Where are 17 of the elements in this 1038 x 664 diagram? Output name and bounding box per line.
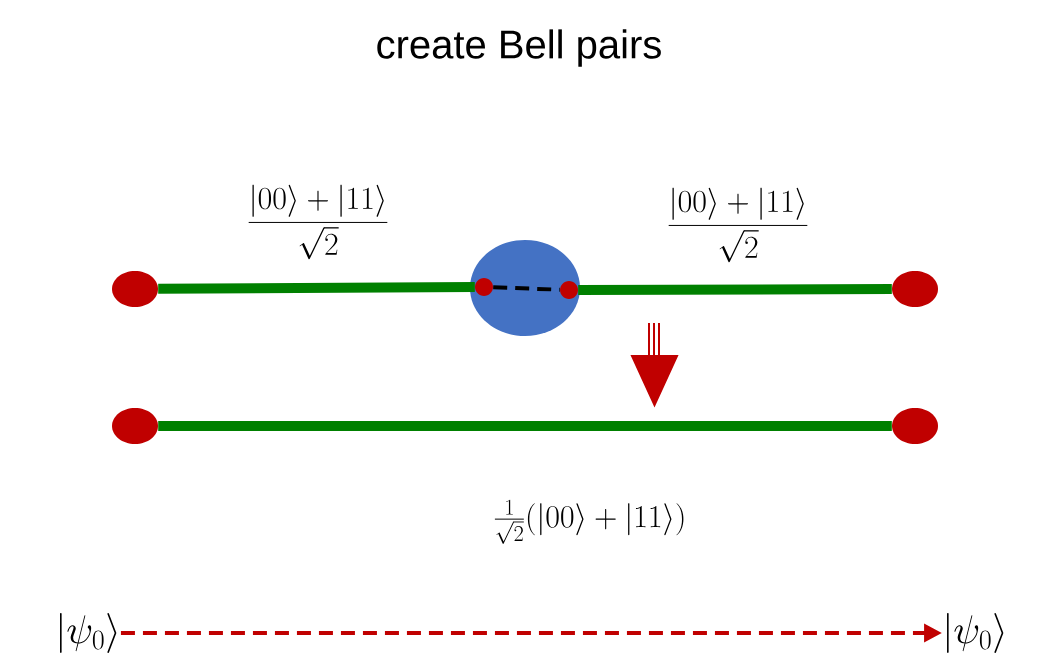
connector-line — [158, 282, 475, 294]
endpoint-dot — [892, 408, 938, 444]
dashed-line — [493, 285, 560, 292]
state-label: $|\psi_0\rangle$ — [947, 613, 1004, 653]
title: create Bell pairs — [377, 29, 661, 67]
connector-line — [158, 421, 892, 431]
state-label: $|\psi_0\rangle$ — [60, 613, 117, 653]
endpoint-dot — [560, 281, 578, 299]
endpoint-dot — [112, 408, 158, 444]
edge-label: $\frac{|00\rangle + |11\rangle}{\sqrt{2}}$ — [668, 187, 808, 263]
connector-line — [578, 284, 892, 295]
swap-circle — [470, 240, 580, 336]
endpoint-dot — [892, 271, 938, 307]
formula-label: $\tfrac{1}{\sqrt{2}}(|00\rangle + |11\rangle)$ — [494, 499, 684, 544]
edge-label: $\frac{|00\rangle + |11\rangle}{\sqrt{2}}$ — [248, 184, 388, 260]
endpoint-dot — [112, 271, 158, 307]
endpoint-dot — [475, 278, 493, 296]
